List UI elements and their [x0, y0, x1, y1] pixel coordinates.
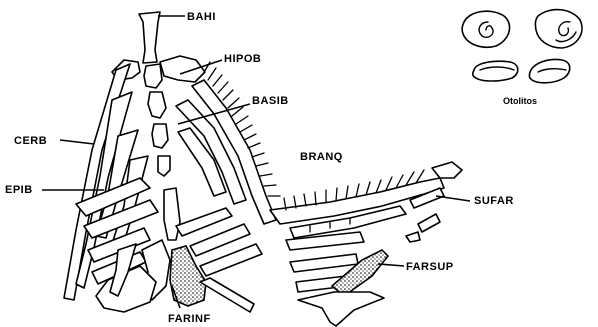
- leader-cerb: [60, 140, 94, 144]
- label-farinf: FARINF: [168, 313, 211, 325]
- hypobranchial-center: [144, 64, 162, 88]
- basibranchial-1: [148, 92, 166, 118]
- pharyngeal-fan: [298, 292, 384, 326]
- label-basib: BASIB: [252, 95, 289, 107]
- otoliths: [462, 10, 582, 83]
- leader-sufar: [436, 196, 470, 201]
- label-cerb: CERB: [14, 135, 47, 147]
- lower-right-arches: [286, 232, 388, 326]
- basihyal-bone: [139, 12, 160, 63]
- basibranchial-2: [152, 124, 168, 148]
- leader-farsup: [378, 264, 404, 266]
- label-otolitos: Otolitos: [503, 96, 537, 106]
- label-sufar: SUFAR: [474, 195, 514, 207]
- otolith-3-icon: [473, 61, 518, 81]
- otolith-1-icon: [462, 11, 509, 47]
- label-epib: EPIB: [5, 184, 33, 196]
- label-branq: BRANQ: [300, 151, 343, 163]
- basibranchial-4: [164, 188, 180, 240]
- basibranchial-3: [158, 156, 170, 176]
- label-bahi: BAHI: [187, 11, 216, 23]
- arm-tip-upper: [432, 162, 462, 178]
- sufar-element-3: [406, 232, 420, 242]
- sufar-element-2: [418, 214, 440, 232]
- label-farsup: FARSUP: [406, 261, 454, 273]
- hypobranchial-right: [160, 56, 205, 82]
- branchial-arm: [270, 162, 462, 242]
- label-hipob: HIPOB: [224, 53, 261, 65]
- otolith-4-icon: [529, 60, 569, 83]
- inferior-pharyngeal-shaft: [200, 278, 254, 312]
- otolith-2-icon: [535, 10, 582, 48]
- lower-arch-2: [290, 254, 358, 272]
